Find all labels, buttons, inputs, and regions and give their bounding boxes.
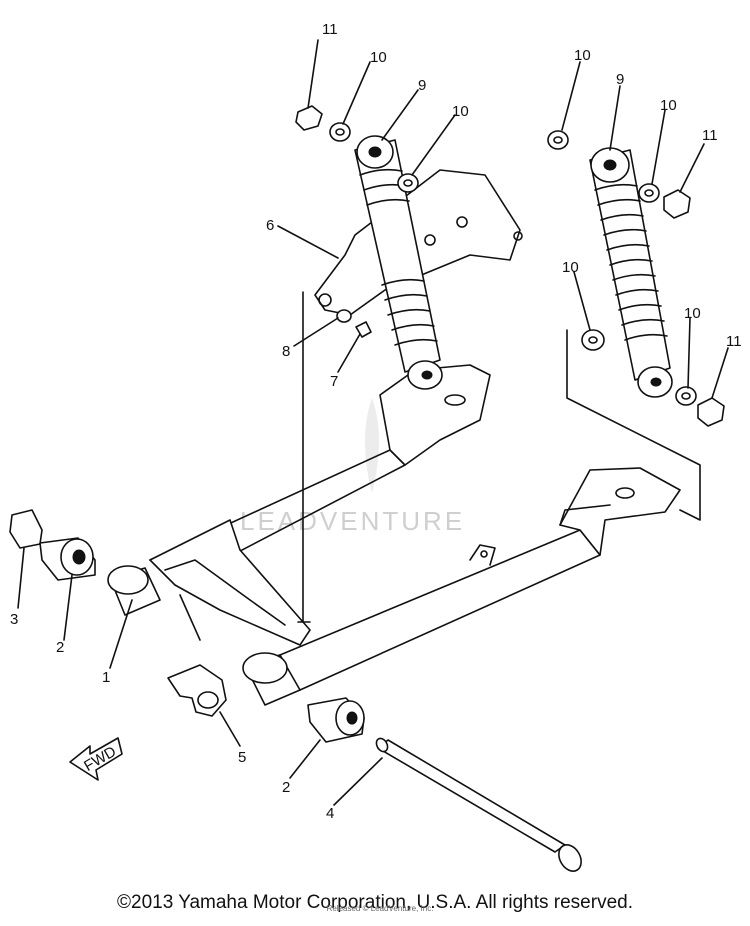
callout-10-right-lower: 10 xyxy=(562,259,579,276)
callout-6: 6 xyxy=(266,217,274,234)
guide-lines xyxy=(297,291,311,623)
callout-11-right-bottom: 11 xyxy=(726,333,742,350)
callout-3: 3 xyxy=(10,611,18,628)
callout-5: 5 xyxy=(238,749,246,766)
right-shock-absorber xyxy=(547,130,725,521)
callout-numbers: 11 10 9 10 6 8 7 10 9 10 11 10 10 11 3 2… xyxy=(10,21,742,822)
callout-11-right-top: 11 xyxy=(702,127,718,144)
swing-arm xyxy=(107,364,681,706)
callout-10-right-mid: 10 xyxy=(660,97,677,114)
callout-10-left-mid: 10 xyxy=(452,103,469,120)
callout-2-left: 2 xyxy=(56,639,64,656)
callout-10-right-bottom: 10 xyxy=(684,305,701,322)
fine-print: Released © LeadVenture, Inc. xyxy=(326,904,434,913)
callout-9-right: 9 xyxy=(616,71,624,88)
leader-lines xyxy=(17,39,729,806)
callout-4: 4 xyxy=(326,805,334,822)
front-right-collar xyxy=(307,697,365,743)
callout-10-right-top: 10 xyxy=(574,47,591,64)
callout-9-left: 9 xyxy=(418,77,426,94)
chain-guard-bracket xyxy=(167,664,227,717)
callout-1: 1 xyxy=(102,669,110,686)
forward-arrow: FWD xyxy=(69,737,123,781)
callout-7: 7 xyxy=(330,373,338,390)
callout-10-left-top: 10 xyxy=(370,49,387,66)
callout-2-right: 2 xyxy=(282,779,290,796)
callout-8: 8 xyxy=(282,343,290,360)
watermark-text: LEADVENTURE xyxy=(240,506,465,536)
front-left-collars xyxy=(9,509,96,581)
copyright-notice: ©2013 Yamaha Motor Corporation, U.S.A. A… xyxy=(117,892,633,913)
callout-11-left: 11 xyxy=(322,21,338,38)
pivot-shaft xyxy=(375,737,582,872)
left-shock-absorber xyxy=(295,105,443,390)
